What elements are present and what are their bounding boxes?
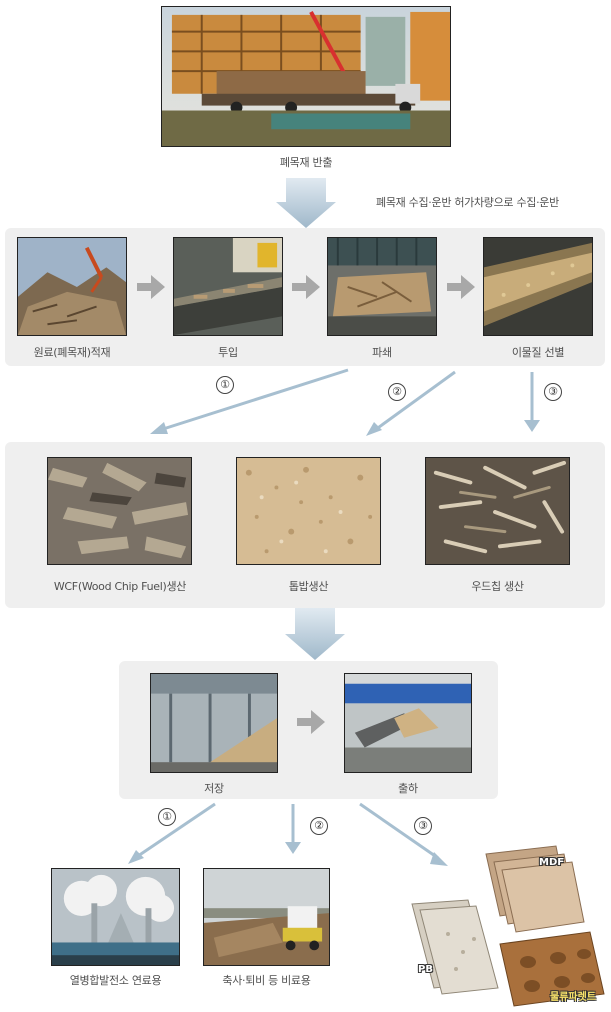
pallet-tag: 물류파렛트: [550, 992, 596, 1003]
logistics-label: 저장: [204, 782, 224, 795]
step-label: 투입: [218, 346, 238, 359]
fertilizer-photo: [203, 868, 330, 966]
gray-arrow-icon: [447, 275, 475, 299]
gray-arrow-icon: [297, 710, 325, 734]
route-arrows: [150, 368, 540, 436]
down-funnel-arrow: [285, 608, 345, 660]
storage-photo: [150, 673, 278, 773]
use-route-number-2: ②: [310, 817, 328, 835]
transport-note: 폐목재 수집·운반 허가차량으로 수집·운반: [376, 196, 559, 209]
step-label: 이물질 선별: [511, 346, 565, 359]
route-number-3: ③: [544, 383, 562, 401]
feeding-photo: [173, 237, 283, 336]
top-caption: 폐목재 반출: [279, 156, 333, 169]
wood-chip-fuel-photo: [47, 457, 192, 565]
step-label: 원료(폐목재)적재: [33, 346, 111, 359]
use-route-number-1: ①: [158, 808, 176, 826]
shipping-photo: [344, 673, 472, 773]
product-label: WCF(Wood Chip Fuel)생산: [53, 580, 187, 593]
sawdust-photo: [236, 457, 381, 565]
logistics-label: 출하: [398, 782, 418, 795]
mdf-tag: MDF: [539, 857, 565, 868]
sorting-photo: [483, 237, 593, 336]
power-plant-photo: [51, 868, 180, 966]
step-label: 파쇄: [372, 346, 392, 359]
pb-tag: PB: [418, 964, 433, 975]
wood-chip-photo: [425, 457, 570, 565]
use-label: 열병합발전소 연료용: [69, 974, 162, 987]
gray-arrow-icon: [137, 275, 165, 299]
raw-material-photo: [17, 237, 127, 336]
board-products-illustration: [411, 845, 605, 1007]
truck-loading-photo: [161, 6, 451, 147]
gray-arrow-icon: [292, 275, 320, 299]
use-route-number-3: ③: [414, 817, 432, 835]
use-label: 축사·퇴비 등 비료용: [222, 974, 311, 987]
product-label: 우드칩 생산: [471, 580, 524, 593]
route-number-2: ②: [388, 383, 406, 401]
product-label: 톱밥생산: [288, 580, 329, 593]
route-number-1: ①: [216, 376, 234, 394]
route-arrows: [128, 802, 448, 866]
down-funnel-arrow: [276, 178, 336, 228]
crushing-photo: [327, 237, 437, 336]
